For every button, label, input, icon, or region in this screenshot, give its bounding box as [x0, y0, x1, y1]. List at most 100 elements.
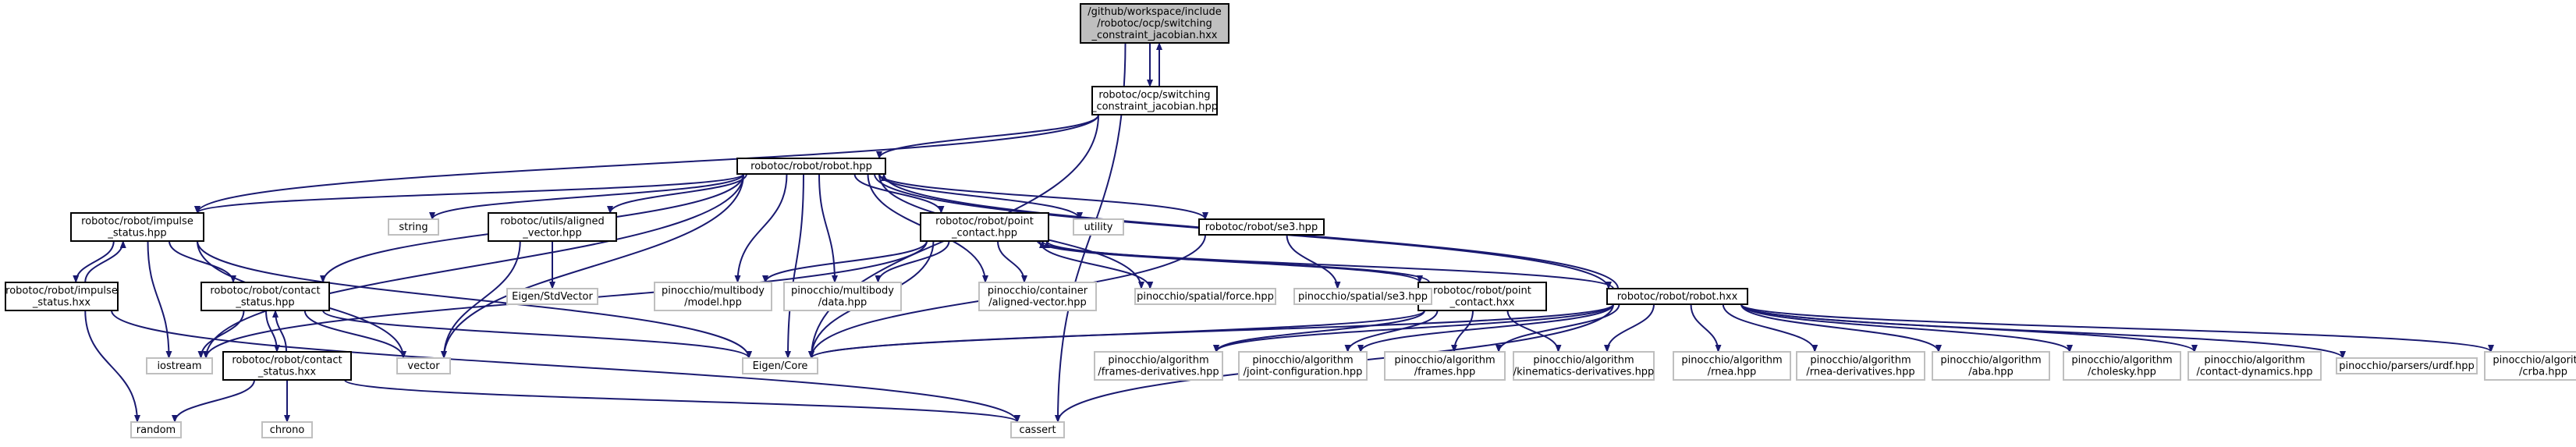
node-label-line: _status.hpp — [107, 228, 166, 239]
node-label-line: _constraint_jacobian.hxx — [1091, 30, 1218, 41]
node-box — [920, 212, 1049, 242]
node-label-line: /data.hpp — [818, 297, 868, 309]
node-box — [261, 421, 313, 438]
graph-node-root[interactable]: /github/workspace/include/robotoc/ocp/sw… — [1080, 3, 1229, 44]
node-label-line: robotoc/robot/point — [1433, 286, 1531, 297]
node-box — [1384, 351, 1506, 381]
dependency-edge-contact_hpp-to-iostream — [197, 310, 245, 359]
dependency-edge-impulse_hpp-to-iostream — [147, 240, 172, 359]
graph-node-pin_force: pinocchio/spatial/force.hpp — [1134, 288, 1276, 305]
node-label-line: robotoc/robot/se3.hpp — [1205, 222, 1318, 233]
graph-node-se3_hpp[interactable]: robotoc/robot/se3.hpp — [1198, 218, 1325, 236]
node-label-line: /model.hpp — [684, 297, 742, 309]
graph-node-alg_rnea_der: pinocchio/algorithm/rnea-derivatives.hpp — [1796, 351, 1925, 381]
node-box — [5, 282, 119, 311]
dependency-edge-robot_hpp-to-string — [429, 173, 744, 220]
graph-node-alg_crba: pinocchio/algorithm/crba.hpp — [2484, 351, 2576, 381]
graph-node-chrono: chrono — [261, 421, 313, 438]
dependency-edge-robot_hpp-to-point_hpp — [853, 173, 945, 214]
graph-node-alg_frames: pinocchio/algorithm/frames.hpp — [1384, 351, 1506, 381]
node-label-line: /rnea-derivatives.hpp — [1806, 367, 1914, 378]
dependency-edge-robot_hxx-to-alg_frames — [1496, 303, 1620, 353]
node-box — [222, 351, 352, 381]
dependency-edge-point_hpp-to-pin_force — [1038, 240, 1154, 289]
dependency-edge-contact_hpp-to-vector — [303, 310, 406, 359]
graph-node-impulse_hxx[interactable]: robotoc/robot/impulse_status.hxx — [5, 282, 119, 311]
dependency-edge-scj_hpp-to-impulse_hpp — [194, 114, 1099, 214]
graph-node-string: string — [388, 218, 439, 236]
dependency-edge-robot_hxx-to-alg_rnea — [1690, 303, 1722, 353]
node-label-line: pinocchio/multibody — [662, 286, 765, 297]
graph-node-alg_aba: pinocchio/algorithm/aba.hpp — [1932, 351, 2050, 381]
dependency-edge-robot_hpp-to-iostream — [203, 173, 744, 359]
node-label-line: pinocchio/algorithm — [1394, 355, 1495, 367]
graph-node-alg_rnea: pinocchio/algorithm/rnea.hpp — [1673, 351, 1791, 381]
graph-node-scj_hpp[interactable]: robotoc/ocp/switching_constraint_jacobia… — [1091, 86, 1218, 115]
dependency-edge-robot_hxx-to-point_hpp — [1039, 240, 1614, 289]
dependency-edge-robot_hxx-to-pin_urdf — [1740, 303, 2346, 359]
edge-layer — [73, 42, 2494, 423]
graph-node-point_hpp[interactable]: robotoc/robot/point_contact.hpp — [920, 212, 1049, 242]
node-label-line: robotoc/robot/robot.hxx — [1617, 291, 1738, 303]
dependency-edge-robot_hxx-to-alg_joint — [1357, 303, 1614, 353]
dependency-edge-point_hxx-to-alg_frames — [1451, 310, 1474, 353]
node-label-line: chrono — [270, 424, 305, 436]
graph-node-robot_hxx[interactable]: robotoc/robot/robot.hxx — [1606, 288, 1748, 305]
node-box — [1091, 86, 1218, 115]
node-label-line: /robotoc/ocp/switching — [1097, 18, 1212, 30]
node-box — [1134, 288, 1276, 305]
dependency-edge-robot_hpp-to-pin_model — [734, 173, 788, 283]
dependency-edge-robot_hxx-to-alg_rnea_der — [1722, 303, 1818, 353]
dependency-edge-robot_hxx-to-alg_crba — [1740, 303, 2494, 353]
node-label-line: /aba.hpp — [1968, 367, 2013, 378]
node-label-line: robotoc/ocp/switching — [1098, 90, 1210, 101]
node-label-line: pinocchio/algorithm — [2493, 355, 2576, 367]
dependency-edge-robot_hxx-to-alg_frames_der — [1213, 303, 1614, 353]
graph-node-alg_cholesky: pinocchio/algorithm/cholesky.hpp — [2063, 351, 2181, 381]
node-label-line: robotoc/utils/aligned — [500, 216, 604, 228]
node-box — [70, 212, 204, 242]
node-box — [130, 421, 182, 438]
node-label-line: _status.hxx — [32, 297, 91, 309]
dependency-edge-point_hpp-to-pin_data — [875, 240, 950, 283]
node-box — [2336, 357, 2478, 374]
graph-node-robot_hpp[interactable]: robotoc/robot/robot.hpp — [736, 158, 886, 175]
graph-node-impulse_hpp[interactable]: robotoc/robot/impulse_status.hpp — [70, 212, 204, 242]
graph-node-pin_data: pinocchio/multibody/data.hpp — [783, 282, 902, 311]
node-box — [1094, 351, 1223, 381]
node-label-line: /contact-dynamics.hpp — [2197, 367, 2313, 378]
graph-node-contact_hxx[interactable]: robotoc/robot/contact_status.hxx — [222, 351, 352, 381]
node-label-line: _constraint_jacobian.hpp — [1091, 101, 1218, 113]
node-box — [1198, 218, 1325, 236]
node-box — [2063, 351, 2181, 381]
graph-node-point_hxx[interactable]: robotoc/robot/point_contact.hxx — [1418, 282, 1547, 311]
node-box — [1606, 288, 1748, 305]
graph-node-eigen_core: Eigen/Core — [742, 357, 818, 374]
dependency-edge-robot_hpp-to-eigen_core — [785, 173, 804, 359]
node-label-line: robotoc/robot/impulse — [81, 216, 193, 228]
node-label-line: /kinematics-derivatives.hpp — [1513, 367, 1655, 378]
dependency-edge-impulse_hpp-to-impulse_hxx — [73, 240, 115, 283]
graph-node-eigen_stdvector: Eigen/StdVector — [506, 288, 598, 305]
dependency-edge-contact_hxx-to-cassert — [344, 379, 1020, 423]
node-label-line: pinocchio/algorithm — [2071, 355, 2172, 367]
node-box — [2187, 351, 2322, 381]
node-label-line: /cholesky.hpp — [2088, 367, 2156, 378]
node-label-line: /rnea.hpp — [1708, 367, 1757, 378]
node-box — [1418, 282, 1547, 311]
node-box — [1796, 351, 1925, 381]
node-box — [1238, 351, 1368, 381]
node-label-line: pinocchio/container — [988, 286, 1088, 297]
node-label-line: pinocchio/multibody — [791, 286, 894, 297]
node-label-line: iostream — [157, 360, 201, 372]
node-label-line: random — [137, 424, 176, 436]
graph-node-contact_hpp[interactable]: robotoc/robot/contact_status.hpp — [200, 282, 330, 311]
node-label-line: robotoc/robot/contact — [232, 355, 342, 367]
node-layer: /github/workspace/include/robotoc/ocp/sw… — [5, 3, 2576, 438]
graph-node-aligned_vector[interactable]: robotoc/utils/aligned_vector.hpp — [488, 212, 617, 242]
graph-node-pin_model: pinocchio/multibody/model.hpp — [654, 282, 772, 311]
graph-node-alg_frames_der: pinocchio/algorithm/frames-derivatives.h… — [1094, 351, 1223, 381]
node-box — [1010, 421, 1065, 438]
node-box — [783, 282, 902, 311]
dependency-edge-contact_hpp-to-eigen_core — [322, 310, 752, 359]
